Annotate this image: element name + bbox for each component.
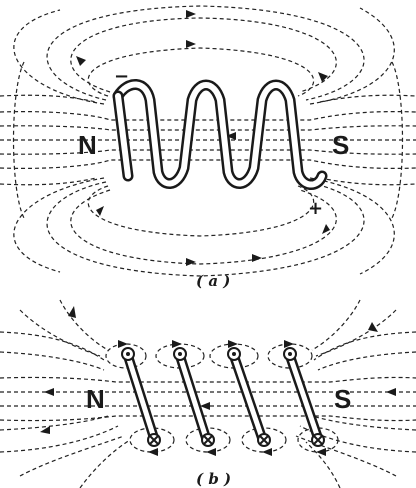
south-pole-label-b: S — [334, 384, 351, 414]
field-arrows-a — [76, 10, 330, 266]
field-arrows-b — [40, 306, 396, 456]
caption-b: ( b ) — [196, 470, 231, 488]
field-lines-a — [0, 5, 416, 277]
current-in-markers — [147, 433, 325, 447]
caption-a: ( a ) — [196, 272, 230, 290]
field-lines-b — [0, 299, 416, 488]
current-in-icon — [257, 433, 271, 447]
current-out-icon — [173, 347, 187, 361]
north-pole-label-a: N — [78, 130, 97, 160]
current-in-icon — [311, 433, 325, 447]
current-out-icon — [283, 347, 297, 361]
current-in-icon — [147, 433, 161, 447]
panel-b: N S ( b ) — [0, 299, 416, 488]
current-out-icon — [227, 347, 241, 361]
solenoid-coil-a — [112, 79, 328, 190]
north-pole-label-b: N — [86, 384, 105, 414]
south-pole-label-a: S — [332, 130, 349, 160]
conductors-b — [123, 351, 323, 443]
current-in-icon — [201, 433, 215, 447]
panel-a: N S − + ( a ) — [0, 5, 416, 290]
positive-terminal-label: + — [308, 198, 323, 219]
current-out-markers — [121, 347, 297, 361]
negative-terminal-label: − — [114, 66, 129, 87]
current-out-icon — [121, 347, 135, 361]
